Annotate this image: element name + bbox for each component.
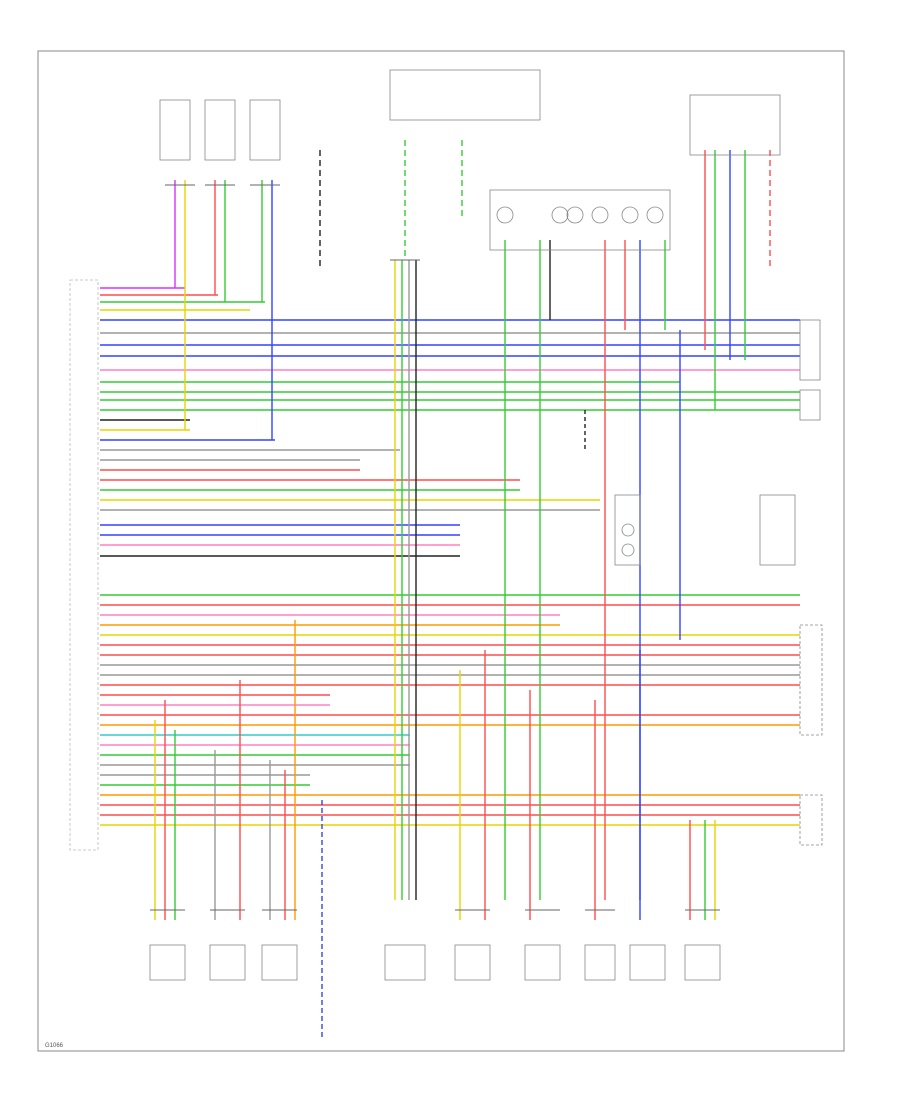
instrument-cluster — [489, 189, 671, 251]
control-module-left — [69, 279, 99, 851]
fuse-block — [389, 69, 541, 121]
bottom-connectors — [149, 944, 721, 981]
transmission-range-switch — [689, 94, 781, 156]
vertical-wires — [154, 140, 771, 1040]
footer-code: G1066 — [45, 1043, 64, 1049]
sensor-3 — [249, 99, 281, 161]
harness-wires — [100, 287, 800, 826]
top-sensors — [159, 69, 781, 251]
sensor-2 — [204, 99, 236, 161]
cruise-control-switch — [759, 494, 796, 566]
tiny-labels: G1066 — [45, 1043, 64, 1049]
sensor-1 — [159, 99, 191, 161]
wire-connectors — [150, 184, 720, 911]
right-connectors — [614, 319, 823, 846]
diagram-border — [37, 50, 845, 1052]
